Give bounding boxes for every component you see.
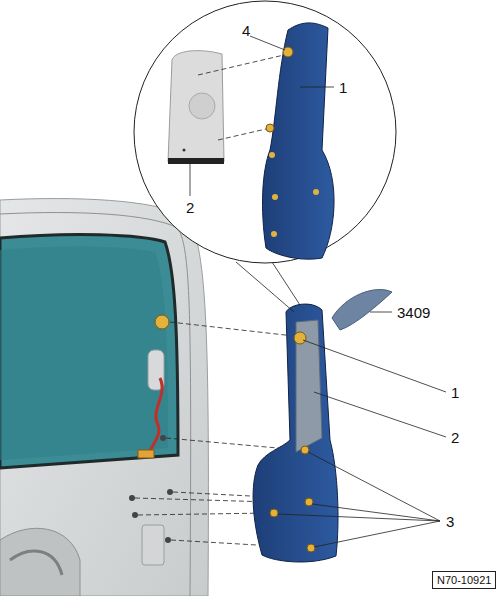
callout-number: 3 (444, 513, 456, 530)
callout-number: 1 (449, 384, 461, 401)
callout-number: 1 (337, 79, 349, 96)
callout-number: 2 (449, 429, 461, 446)
figure-number: N70-10921 (433, 572, 495, 588)
figure-number-box: N70-10921 (432, 571, 496, 589)
callout-number: 4 (240, 22, 252, 39)
detail-circle (134, 1, 396, 312)
tool-3409 (332, 290, 392, 330)
door (0, 199, 208, 596)
callout-number: 2 (184, 199, 196, 216)
trim-panel (253, 290, 392, 562)
leader-line (190, 36, 446, 547)
callout-number: 3409 (395, 304, 432, 321)
